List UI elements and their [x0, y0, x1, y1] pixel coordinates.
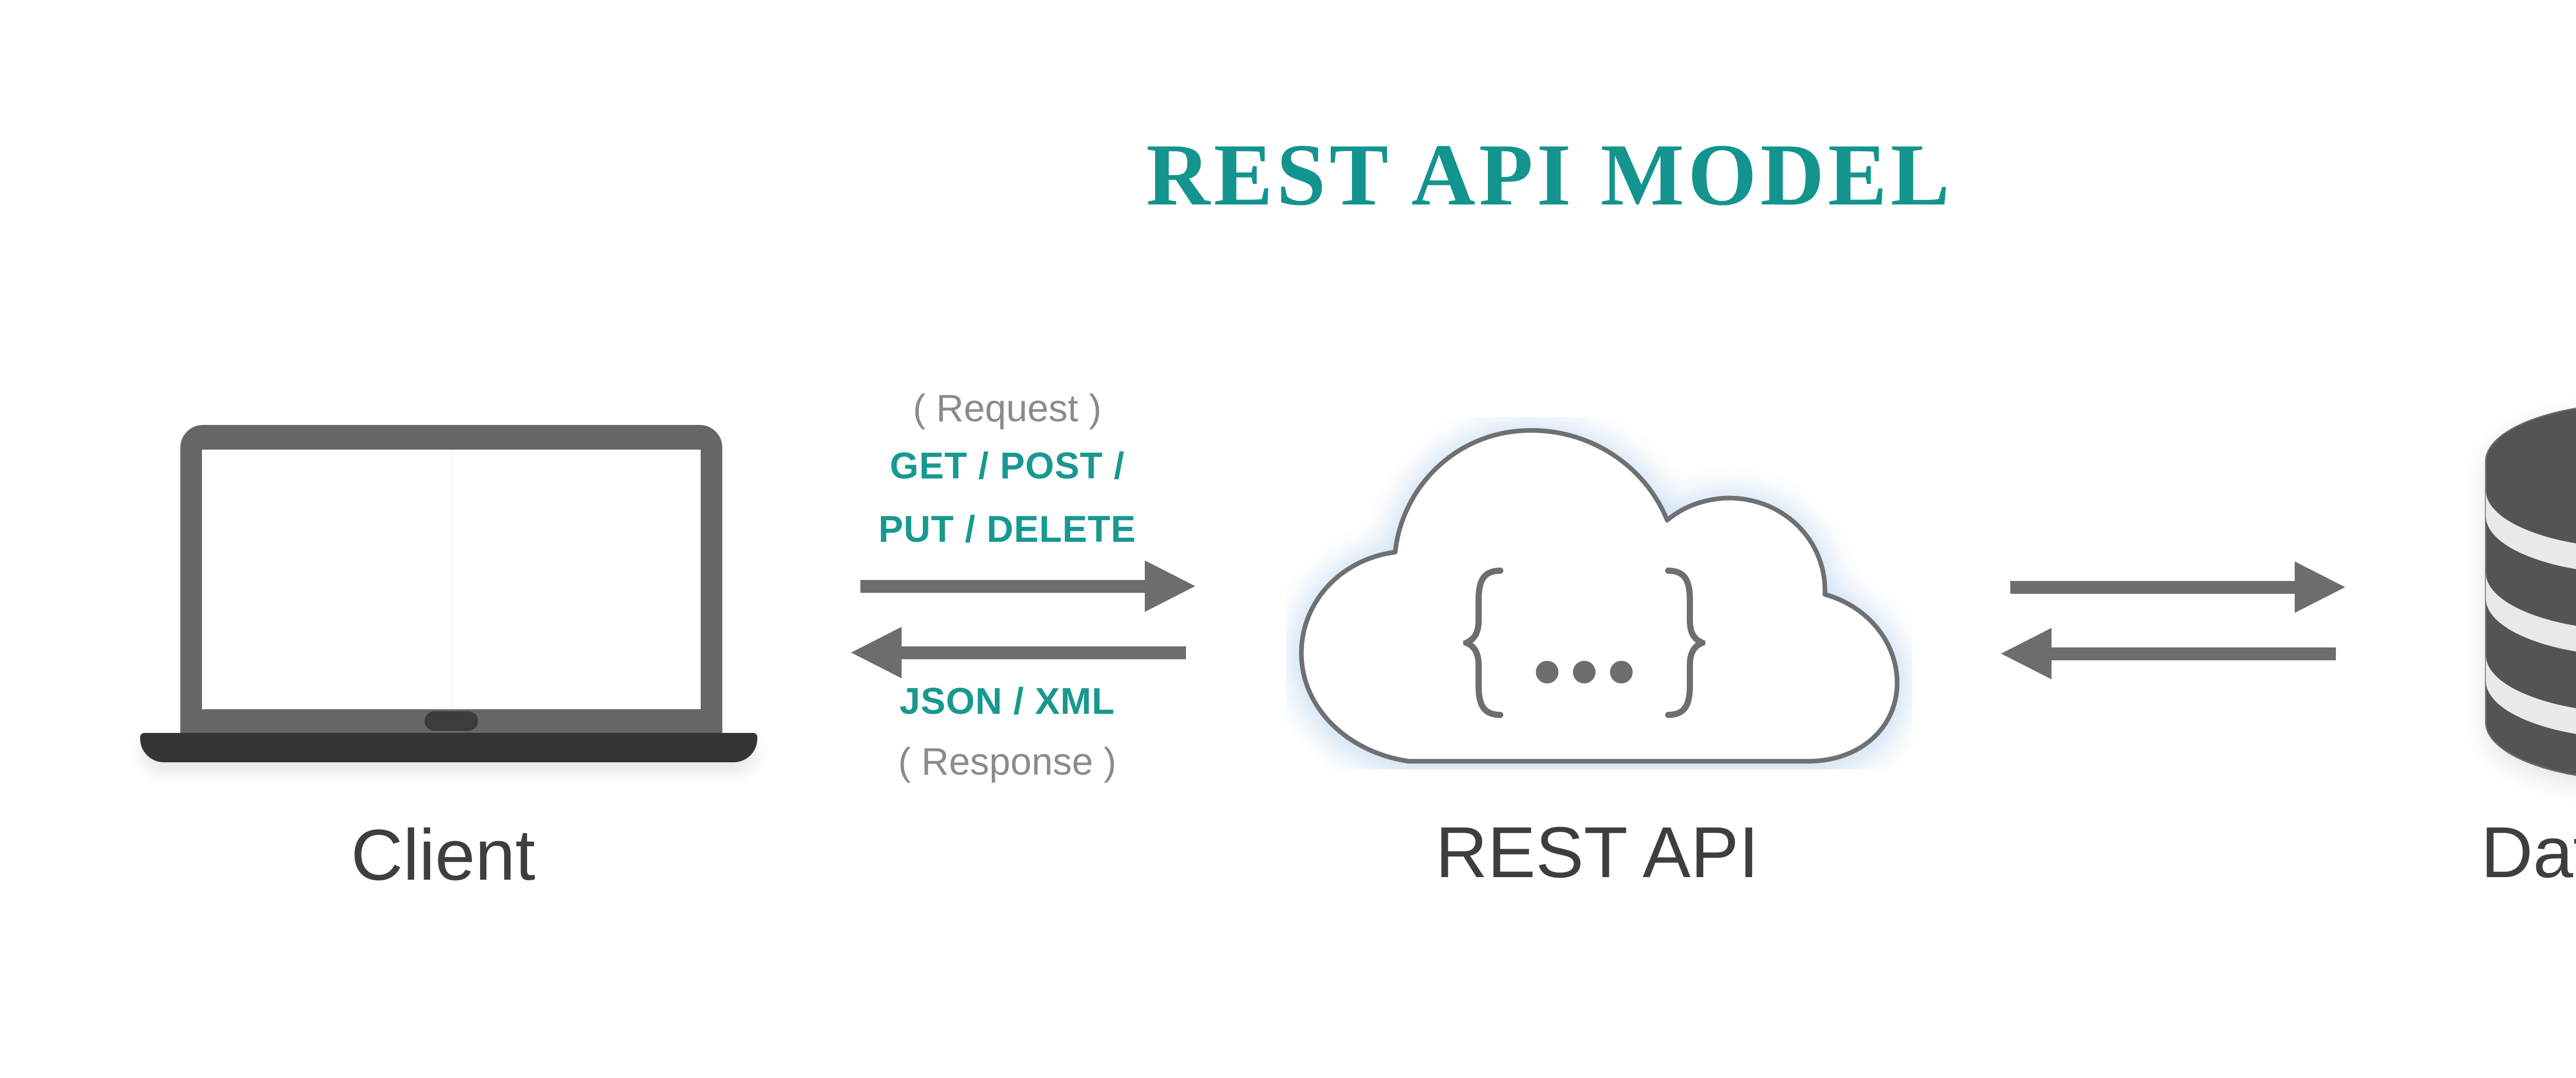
database-icon	[2485, 407, 2576, 776]
cloud-icon	[1299, 428, 1900, 764]
request-methods-line2: PUT / DELETE	[878, 509, 1137, 550]
database-label: Database	[2481, 812, 2576, 893]
laptop-screen-seam	[451, 450, 452, 709]
response-arrow-icon	[851, 627, 1186, 678]
request-methods-line1: GET / POST /	[889, 446, 1125, 487]
request-caption: ( Request )	[912, 387, 1102, 430]
api-to-db-arrow-icon	[2010, 561, 2345, 613]
response-caption: ( Response )	[898, 740, 1116, 783]
laptop-base	[140, 733, 757, 762]
rest-api-label: REST API	[1435, 812, 1759, 893]
client-api-flow-labels: ( Request ) GET / POST / PUT / DELETE JS…	[822, 361, 1193, 783]
client-label: Client	[351, 814, 535, 895]
db-to-api-arrow-icon	[2001, 628, 2336, 679]
laptop-icon	[180, 425, 722, 733]
diagram-title: REST API MODEL	[1146, 126, 1954, 224]
response-formats: JSON / XML	[899, 681, 1115, 722]
laptop-webcam-notch	[425, 711, 478, 731]
request-arrow-icon	[860, 560, 1195, 612]
code-braces-icon	[1463, 568, 1705, 718]
